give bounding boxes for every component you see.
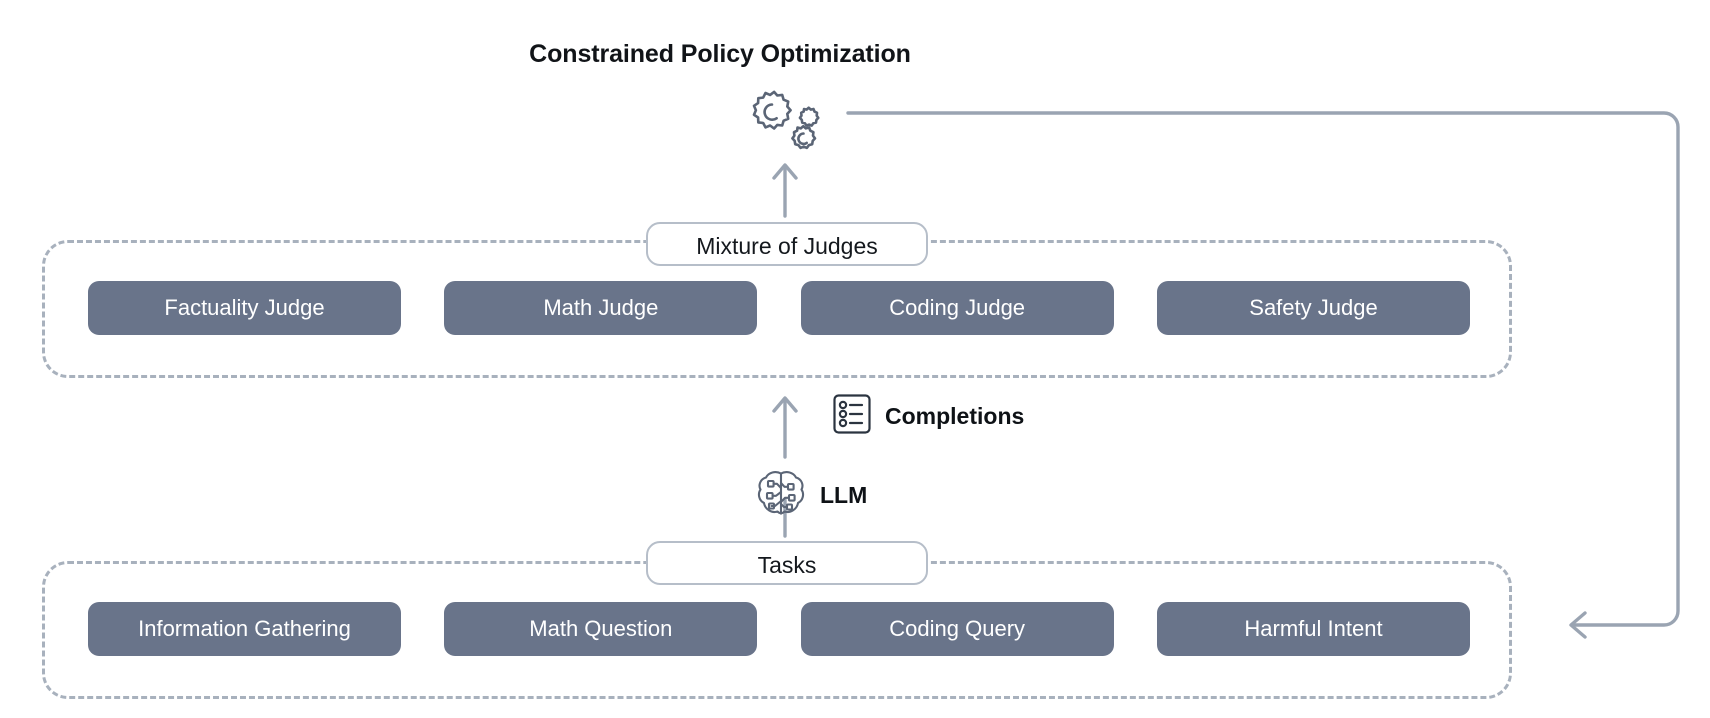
judge-chip-factuality[interactable]: Factuality Judge [88, 281, 401, 335]
task-chip-math-question[interactable]: Math Question [444, 602, 758, 656]
task-chip-harmful-intent[interactable]: Harmful Intent [1156, 602, 1470, 656]
arrow-judges-to-optimizer [772, 163, 798, 218]
llm-label: LLM [820, 482, 868, 508]
tasks-chip-row: Information Gathering Math Question Codi… [88, 602, 1470, 656]
task-chip-information-gathering[interactable]: Information Gathering [88, 602, 401, 656]
completions-annotation: Completions [832, 393, 1024, 440]
judges-group-label: Mixture of Judges [646, 222, 928, 266]
completions-label: Completions [885, 403, 1025, 429]
llm-annotation: LLM [755, 468, 867, 523]
judge-chip-coding[interactable]: Coding Judge [800, 281, 1114, 335]
tasks-group-label: Tasks [646, 541, 928, 585]
judge-chip-math[interactable]: Math Judge [444, 281, 758, 335]
arrow-llm-to-judges [772, 396, 798, 459]
page-title: Constrained Policy Optimization [529, 40, 911, 68]
judge-chip-safety[interactable]: Safety Judge [1156, 281, 1470, 335]
list-document-icon [832, 393, 872, 440]
judges-chip-row: Factuality Judge Math Judge Coding Judge… [88, 281, 1470, 335]
gears-icon [735, 88, 827, 156]
task-chip-coding-query[interactable]: Coding Query [800, 602, 1114, 656]
brain-circuit-icon [755, 468, 807, 523]
